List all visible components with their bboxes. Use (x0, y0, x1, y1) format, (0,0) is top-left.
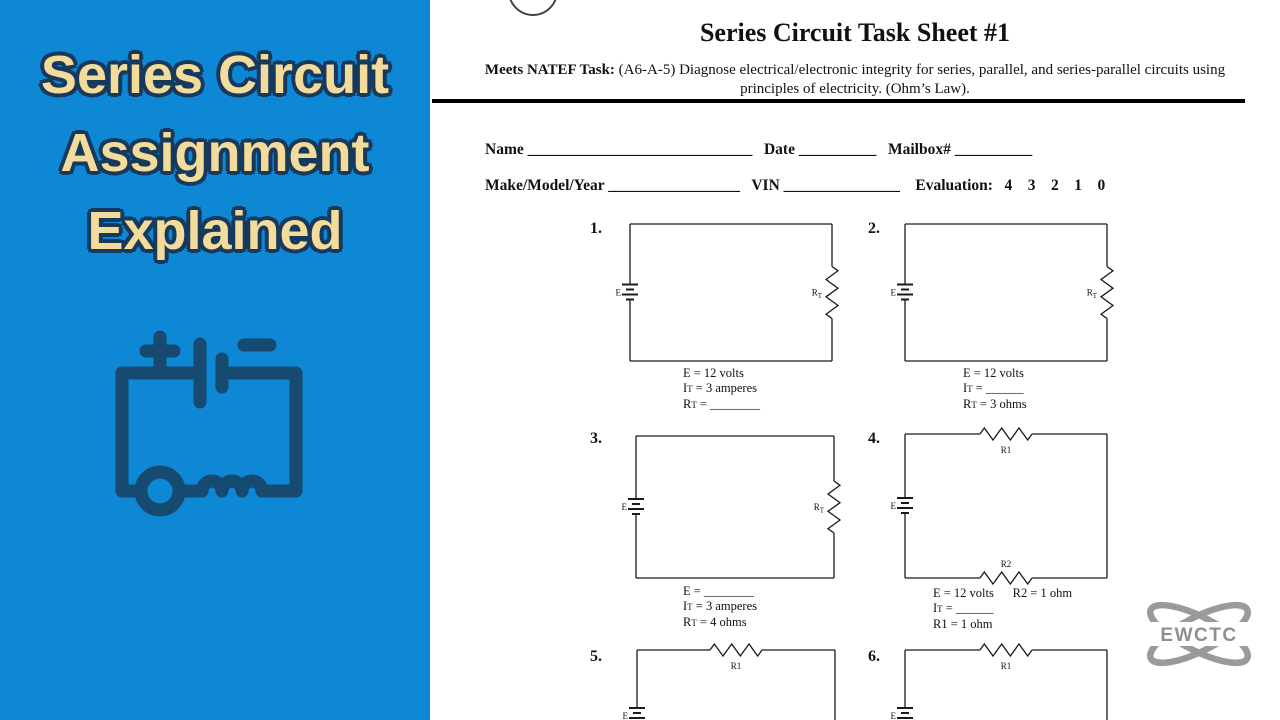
circuit-value-line: E = ________ (683, 584, 754, 598)
svg-text:R1: R1 (1001, 661, 1012, 671)
plus-sign-icon (139, 330, 181, 372)
circuit-value-line: IT = 3 amperes (683, 599, 757, 613)
svg-text:E: E (891, 711, 897, 720)
circuit-value-line: RT = ________ (683, 397, 761, 411)
worksheet-page: Series Circuit Task Sheet #1 Meets NATEF… (430, 0, 1280, 720)
svg-text:R2: R2 (1001, 559, 1012, 569)
svg-text:E: E (622, 502, 628, 512)
logo-text-band (1150, 622, 1248, 646)
thumbnail-title: Series Circuit Assignment Explained (0, 36, 430, 270)
circuit-value-line: IT = ______ (963, 381, 1024, 395)
title-line-2: Assignment (60, 123, 370, 183)
circuit-diagram: R1E (623, 642, 836, 720)
battery-circuit-icon (115, 330, 303, 517)
circuit-diagram: E RT (891, 223, 1115, 362)
circuit-values: E = ________IT = 3 amperes RT = 4 ohms (683, 584, 757, 631)
title-line-1: Series Circuit (40, 45, 390, 105)
problem-number: 1. (590, 220, 602, 237)
problem-number: 4. (868, 430, 880, 447)
natef-task-text: (A6-A-5) Diagnose electrical/electronic … (614, 62, 1226, 97)
circuit-value-line: E = 12 volts R2 = 1 ohm (933, 586, 1073, 600)
problem-number: 3. (590, 430, 602, 447)
svg-text:RT: RT (812, 288, 823, 301)
circuit-value-line: E = 12 volts (963, 366, 1024, 380)
problem-number: 2. (868, 220, 880, 237)
circuit-value-line: E = 12 volts (683, 366, 744, 380)
svg-text:E: E (891, 288, 897, 298)
logo-text: EWCTC (1160, 625, 1237, 646)
partial-logo-circle (509, 0, 557, 16)
problem-number: 5. (590, 648, 602, 665)
logo-loop-2 (1147, 601, 1251, 667)
svg-text:R1: R1 (731, 661, 742, 671)
ewctc-logo: EWCTC (1147, 601, 1251, 667)
svg-text:E: E (891, 501, 897, 511)
circuit-value-line: RT = 3 ohms (963, 397, 1027, 411)
circuit-diagram: E RT (616, 223, 840, 362)
left-title-panel: Series Circuit Assignment Explained (0, 0, 430, 720)
natef-task-label: Meets NATEF Task: (484, 62, 615, 78)
svg-text:E: E (616, 288, 622, 298)
svg-text:RT: RT (1087, 288, 1098, 301)
circuit-value-line: IT = 3 amperes (683, 381, 757, 395)
natef-task: Meets NATEF Task: (A6-A-5) Diagnose elec… (460, 61, 1250, 99)
circuit-value-line: RT = 4 ohms (683, 615, 747, 629)
logo-loop-1 (1147, 601, 1251, 667)
form-line-name-date-mailbox: Name _____________________________ Date … (485, 141, 1033, 158)
problem-number: 6. (868, 648, 880, 665)
svg-text:RT: RT (814, 502, 825, 515)
document-title: Series Circuit Task Sheet #1 (699, 18, 1011, 47)
divider-rule (432, 99, 1245, 103)
svg-text:E: E (623, 711, 629, 720)
svg-text:R1: R1 (1001, 445, 1012, 455)
circuit-value-line: IT = ______ (933, 601, 994, 615)
title-line-3: Explained (87, 201, 343, 261)
circuit-diagram: R1E (891, 642, 1108, 720)
form-line-vehicle-evaluation: Make/Model/Year _________________ VIN __… (485, 177, 1106, 194)
circuit-value-line: R1 = 1 ohm (933, 617, 993, 631)
circuit-diagram: E RT (622, 435, 842, 579)
coil-icon (195, 474, 269, 498)
